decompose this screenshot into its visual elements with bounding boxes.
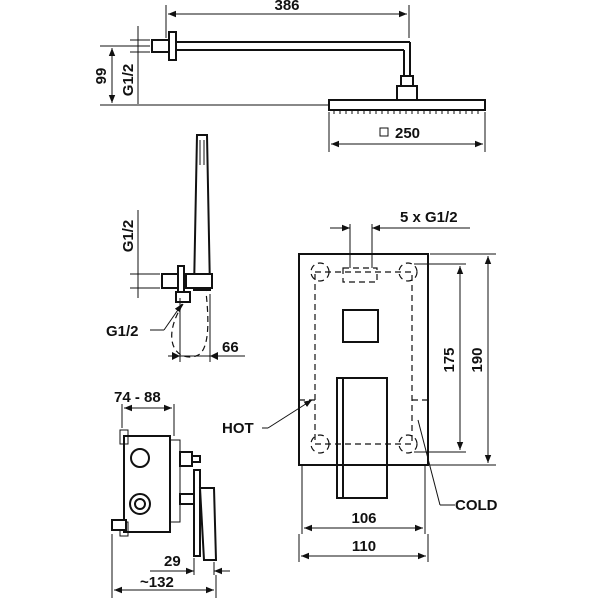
inlet-port-top: [130, 448, 150, 468]
cartridge: [179, 493, 195, 505]
hand-shower-view: G1/2 G1/2 66: [106, 134, 245, 362]
dim-plate-width: 110: [352, 538, 376, 555]
dim-plate-height-inner: 175: [441, 347, 458, 372]
front-plate-outline: [298, 253, 429, 466]
dim-arm-length: 386: [274, 0, 299, 14]
box-rim: [169, 439, 181, 523]
arm-nut: [400, 75, 414, 87]
dim-valve-depth: 29: [164, 553, 181, 570]
thread-hand-outlet: G1/2: [106, 323, 139, 340]
mount-lug: [398, 262, 418, 282]
shower-arm-view: 386 99 G1/2 250: [93, 0, 486, 152]
label-cold: COLD: [455, 497, 498, 514]
dim-plate-height: 190: [469, 347, 486, 372]
face-plate: [193, 469, 201, 557]
inlet-port-bottom-inner: [134, 498, 146, 510]
dim-hand-depth: 66: [222, 339, 239, 356]
head-connector: [396, 85, 418, 101]
mixer-lever: [198, 487, 218, 561]
dim-plate-width-inner: 106: [351, 510, 376, 527]
side-fitting: [179, 451, 193, 467]
thread-hand-vertical: G1/2: [120, 220, 137, 253]
arm-wall-flange: [168, 31, 177, 61]
concealed-box-view: 74 - 88 29 ~132: [111, 389, 230, 598]
mount-lug: [398, 434, 418, 454]
dim-outlets: 5 x G1/2: [400, 209, 458, 226]
mixer-lever-front: [336, 377, 388, 499]
square-symbol-icon: [379, 127, 389, 137]
shower-head-nozzles: [333, 110, 479, 114]
box-bracket: [119, 429, 129, 445]
arrow-head: [210, 352, 218, 360]
mount-lug: [310, 434, 330, 454]
thread-arm: G1/2: [120, 64, 137, 97]
leader-arrow: [163, 303, 183, 331]
diverter-knob: [342, 309, 379, 343]
outlet-connector: [161, 273, 179, 289]
dim-arm-height: 99: [93, 68, 110, 85]
dim-total-depth: ~132: [140, 574, 174, 591]
outlet-block: [342, 267, 378, 283]
arrow-head: [172, 352, 180, 360]
outlet-elbow: [175, 291, 191, 303]
front-plate-view: 5 x G1/2 175 190 HOT COLD 106 110: [222, 209, 498, 562]
dim-box-depth: 74 - 88: [114, 389, 161, 406]
mounting-box-outline: [314, 271, 413, 445]
inlet-port-bottom: [129, 493, 151, 515]
hand-shower-holder: [185, 273, 213, 289]
hand-shower-body: [192, 134, 212, 291]
mount-lug: [310, 262, 330, 282]
box-body: [123, 435, 171, 533]
label-hot: HOT: [222, 420, 254, 437]
shower-head: [328, 99, 486, 111]
dim-head-size: 250: [395, 125, 420, 142]
side-fitting-end: [191, 455, 201, 463]
back-fitting: [111, 519, 127, 531]
hot-leader-arrow: [267, 399, 313, 429]
arm-wall-connector: [151, 39, 170, 53]
cold-leader: [417, 419, 441, 506]
